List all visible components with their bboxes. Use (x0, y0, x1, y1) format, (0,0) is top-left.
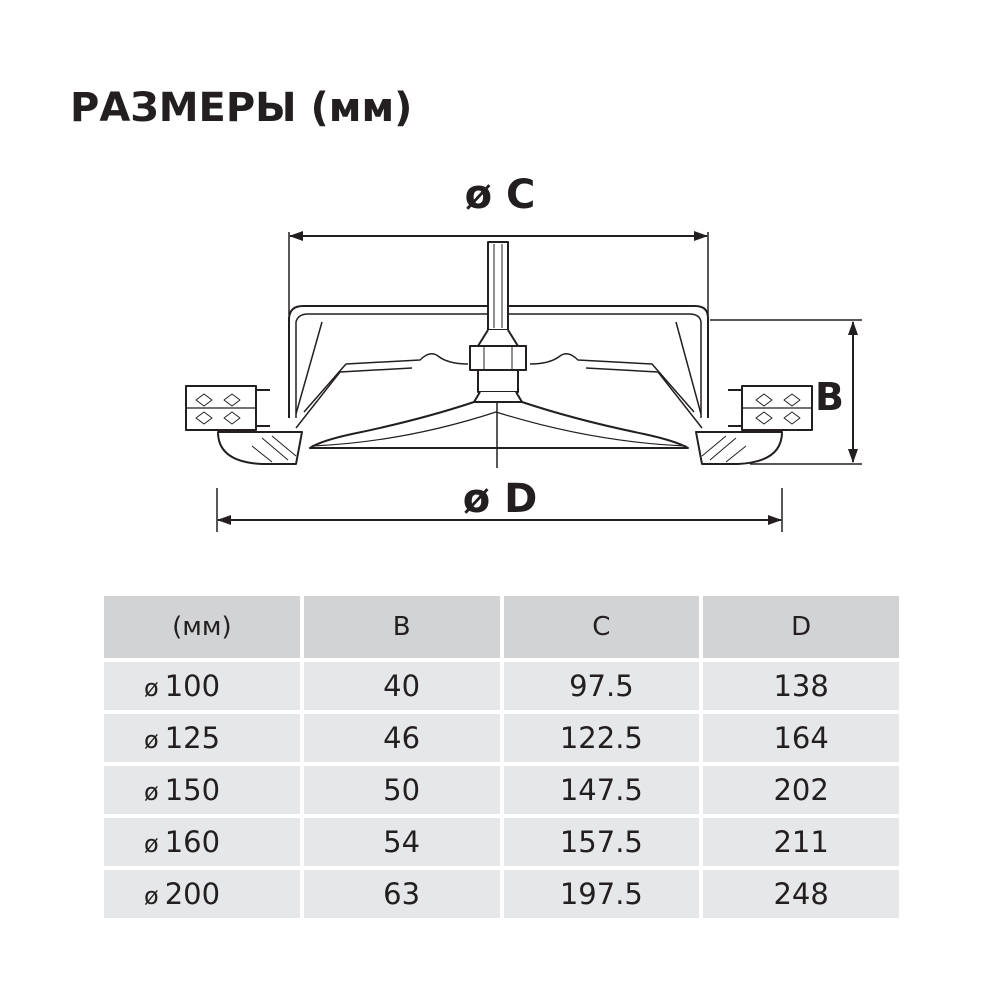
dimension-d-label: ø D (463, 476, 538, 522)
header-size: (мм) (104, 596, 300, 658)
b-value: 63 (303, 870, 500, 918)
header-d: D (703, 596, 899, 658)
diameter-symbol: ø (144, 674, 159, 702)
size-value: 160 (164, 825, 221, 859)
c-value: 147.5 (503, 766, 700, 814)
diameter-symbol: ø (144, 830, 159, 858)
c-value: 157.5 (503, 818, 700, 866)
page-title: РАЗМЕРЫ (мм) (70, 85, 413, 131)
b-value: 54 (303, 818, 500, 866)
size-value: 100 (164, 669, 221, 703)
header-c: C (503, 596, 700, 658)
d-value: 211 (703, 818, 899, 866)
c-value: 122.5 (503, 714, 700, 762)
diameter-symbol: ø (144, 726, 159, 754)
b-value: 50 (303, 766, 500, 814)
size-value: 200 (164, 877, 221, 911)
b-value: 46 (303, 714, 500, 762)
d-value: 138 (703, 662, 899, 710)
diameter-symbol: ø (144, 882, 159, 910)
dimension-d: ø D (216, 476, 783, 532)
dimension-c: ø C (288, 172, 709, 315)
size-value: 150 (164, 773, 221, 807)
b-value: 40 (303, 662, 500, 710)
c-value: 197.5 (503, 870, 700, 918)
c-value: 97.5 (503, 662, 700, 710)
diffuser-body (185, 241, 813, 468)
diameter-symbol: ø (144, 778, 159, 806)
size-value: 125 (164, 721, 221, 755)
d-value: 202 (703, 766, 899, 814)
header-b: B (303, 596, 500, 658)
d-value: 248 (703, 870, 899, 918)
dimension-b-label: B (815, 375, 844, 419)
table-header-row: (мм) B C D (104, 596, 899, 658)
dimension-b: B (710, 319, 862, 465)
d-value: 164 (703, 714, 899, 762)
diffuser-drawing: ø C B ø D (185, 172, 862, 532)
dimension-c-label: ø C (465, 172, 536, 218)
